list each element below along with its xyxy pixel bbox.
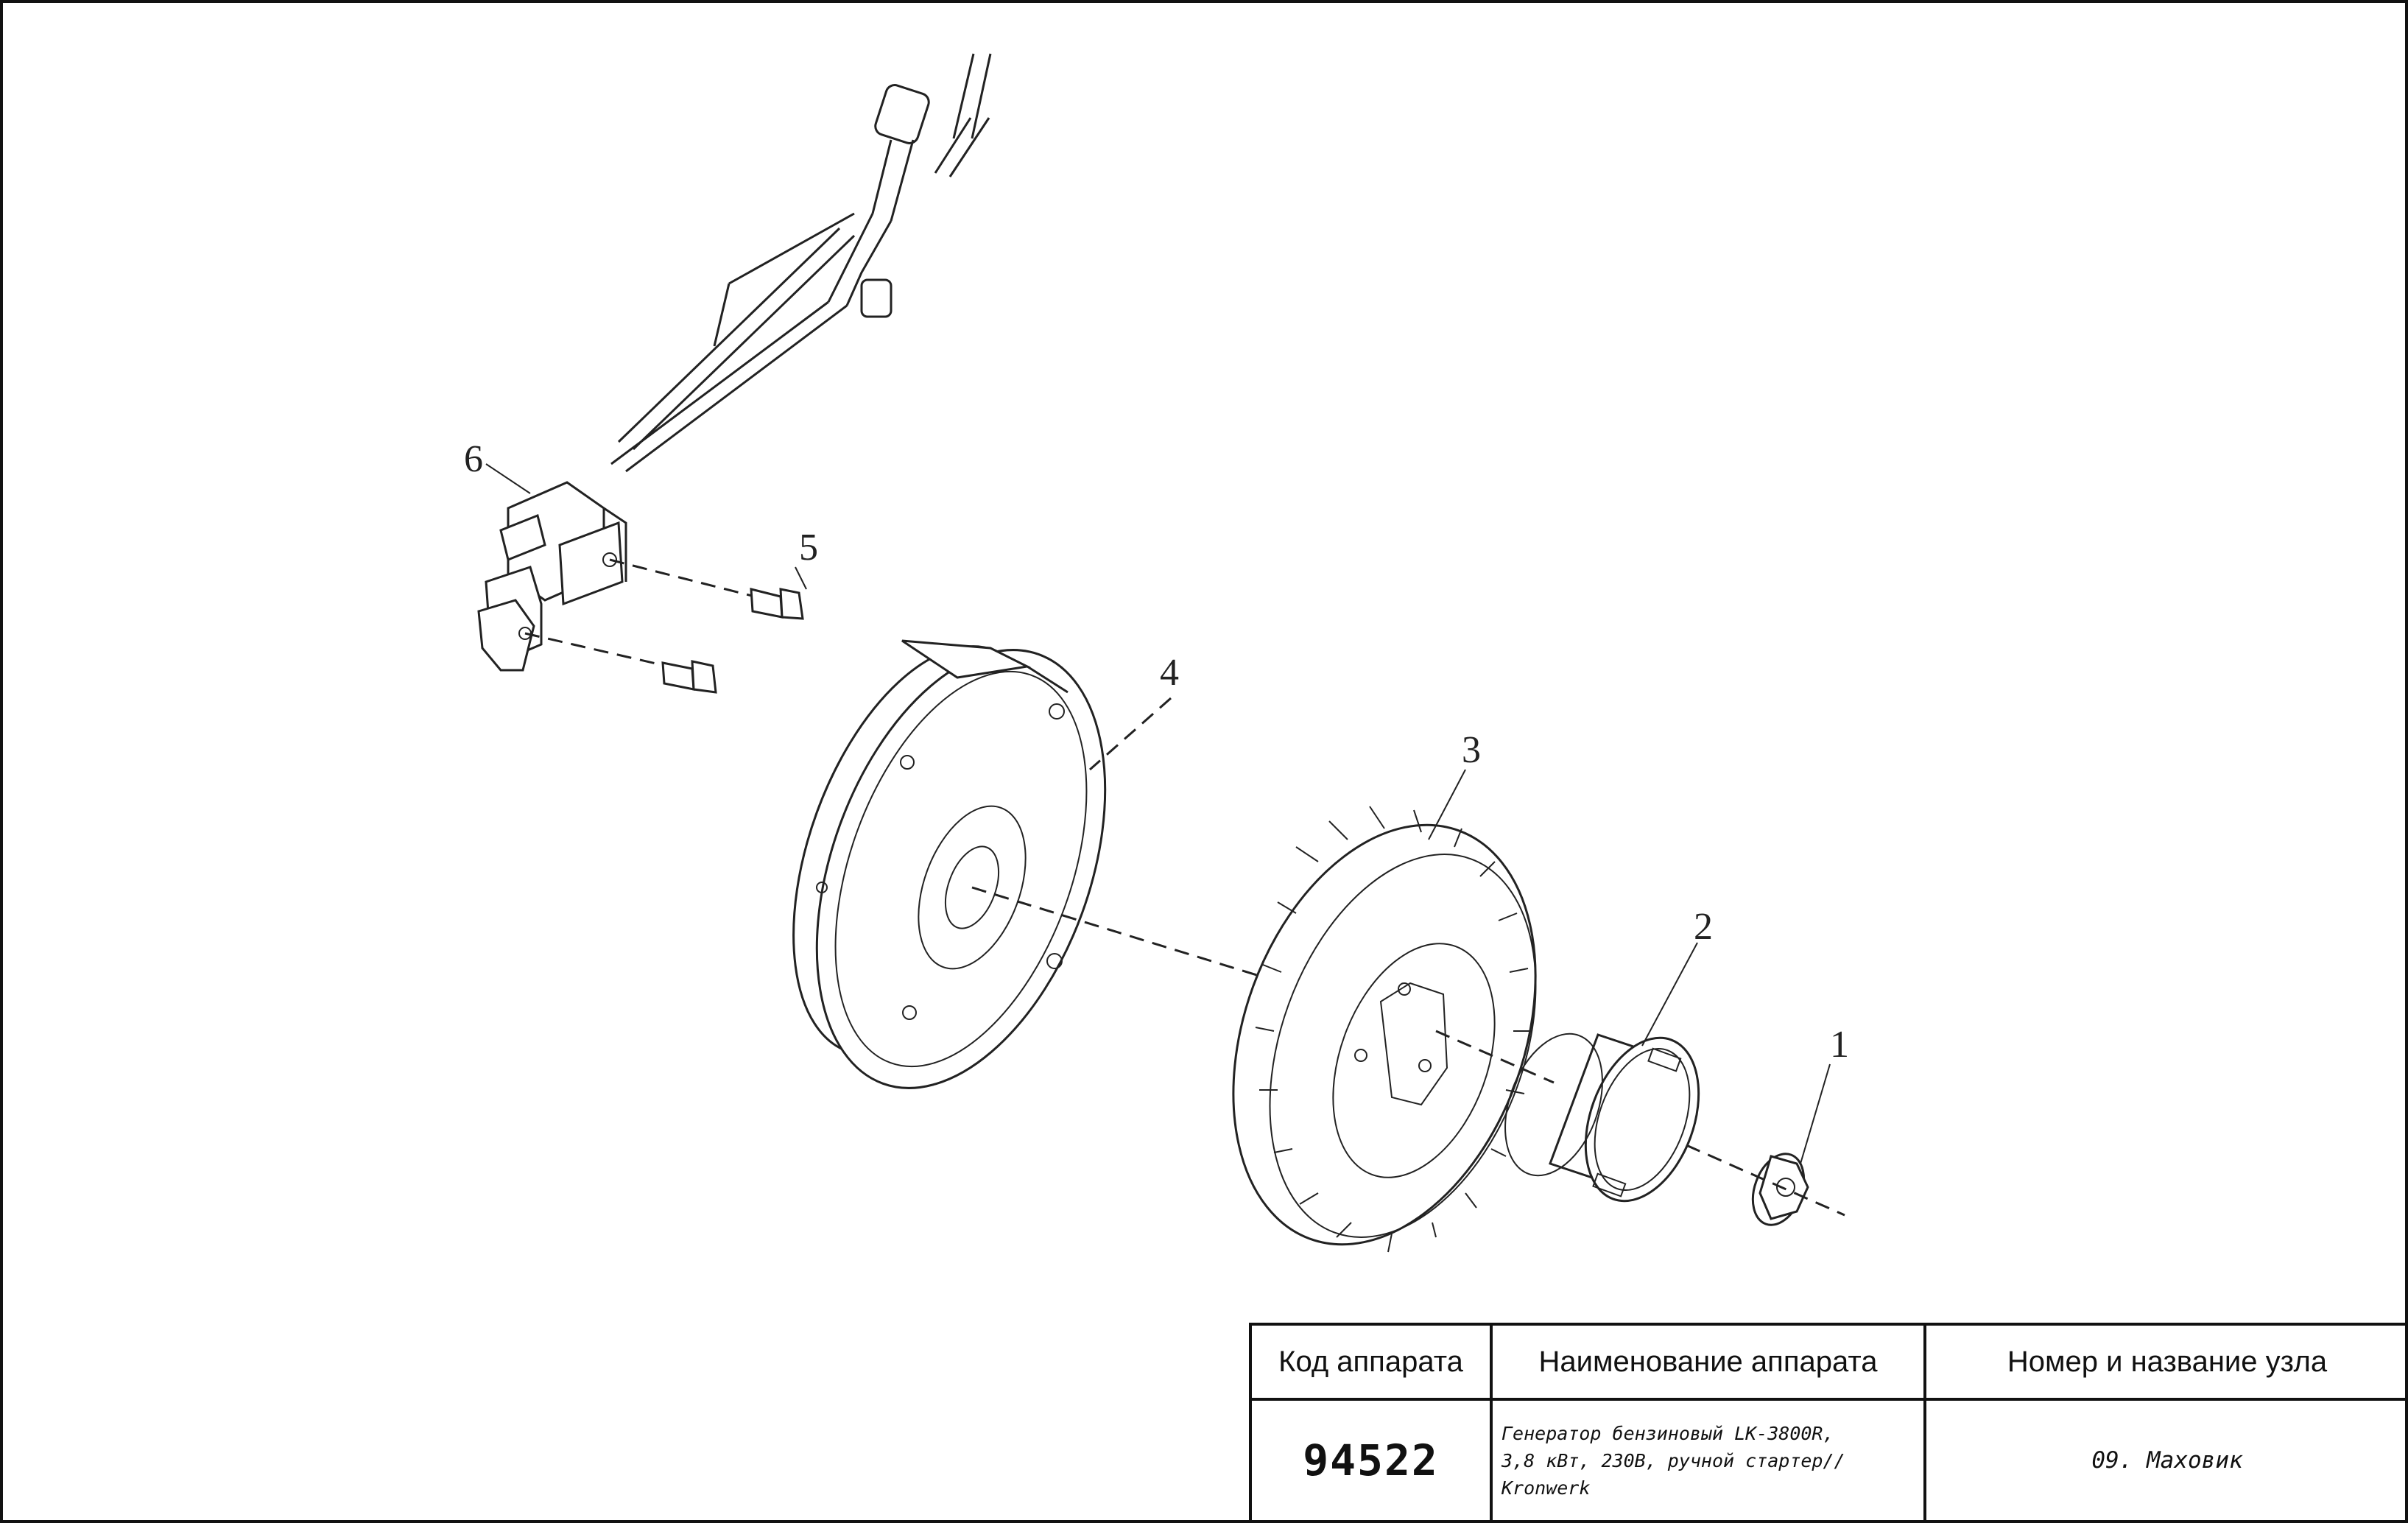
callout-2: 2 [1694,906,1713,948]
callout-5: 5 [799,527,818,569]
fan-part-3 [1232,806,1537,1253]
header-unit: Номер и название узла [1923,1323,2408,1401]
callout-6: 6 [464,438,483,480]
device-code: 94522 [1249,1398,1493,1523]
ignition-coil-part-6 [477,53,992,672]
device-name: Генератор бензиновый LK-3800R, 3,8 кВт, … [1490,1398,1926,1523]
device-name-line-3: Kronwerk [1502,1477,1591,1499]
device-name-line-1: Генератор бензиновый LK-3800R, [1502,1422,1834,1444]
axis-centerline [971,886,1845,1217]
flywheel-part-4 [792,639,1107,1089]
callout-3: 3 [1462,729,1481,771]
callout-1: 1 [1830,1024,1849,1066]
title-block: Код аппарата Наименование аппарата Номер… [1249,1323,2408,1523]
device-name-line-2: 3,8 кВт, 230В, ручной стартер// [1502,1449,1845,1471]
starter-cup-part-2 [1504,1033,1700,1203]
screws-part-5 [524,558,804,694]
header-device-code: Код аппарата [1249,1323,1493,1401]
callout-4: 4 [1160,652,1179,694]
header-device-name: Наименование аппарата [1490,1323,1926,1401]
leader-lines [485,463,1831,1164]
unit-name: 09. Маховик [1923,1398,2408,1523]
